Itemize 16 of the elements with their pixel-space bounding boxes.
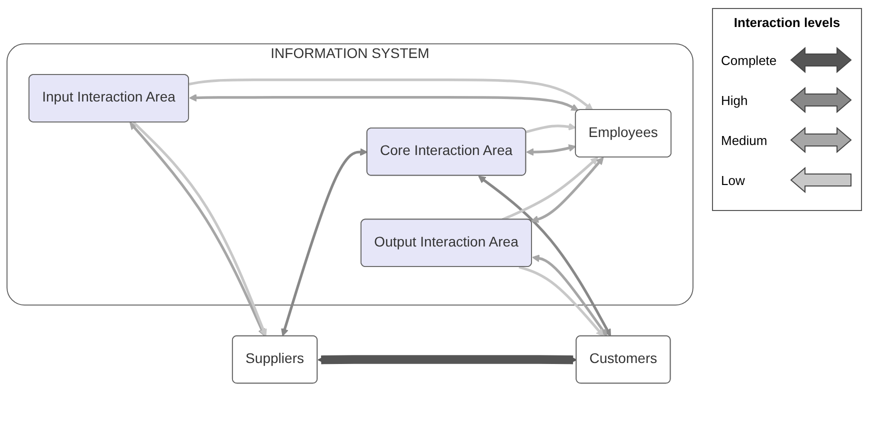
arrow <box>281 148 368 336</box>
legend-text: High <box>721 92 748 108</box>
legend-title: Interaction levels <box>732 15 842 30</box>
arrow <box>526 144 576 156</box>
arrow <box>318 355 577 364</box>
arrow <box>518 266 604 337</box>
legend-text: Medium <box>721 132 768 148</box>
arrow <box>530 157 604 223</box>
arrow <box>502 157 598 221</box>
arrow <box>532 254 608 337</box>
legend-text: Low <box>721 172 745 188</box>
arrow <box>526 122 576 134</box>
arrow <box>478 176 612 337</box>
arrow <box>188 78 594 110</box>
legend-text: Complete <box>721 52 777 68</box>
arrow <box>189 94 579 111</box>
